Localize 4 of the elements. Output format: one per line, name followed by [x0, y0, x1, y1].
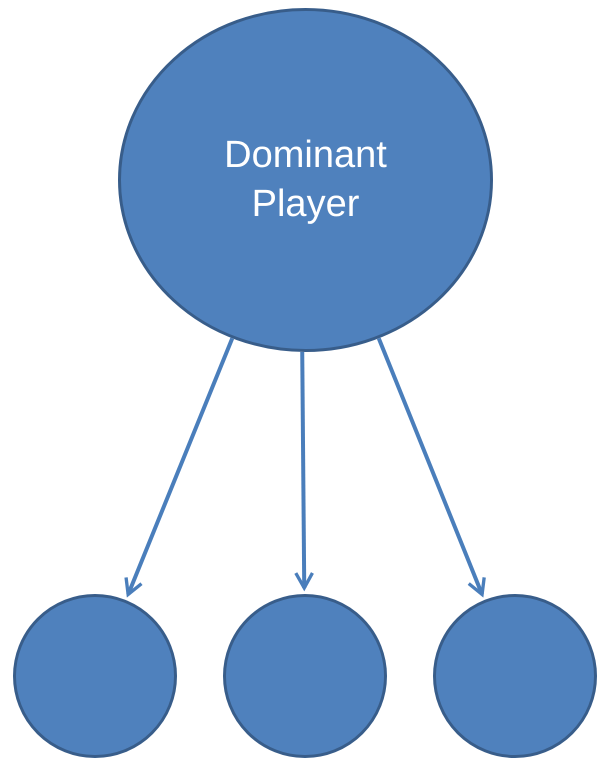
node-label: Dominant Player [223, 132, 388, 227]
arrow [376, 338, 486, 596]
arrow [124, 338, 234, 596]
arrow [294, 352, 314, 590]
